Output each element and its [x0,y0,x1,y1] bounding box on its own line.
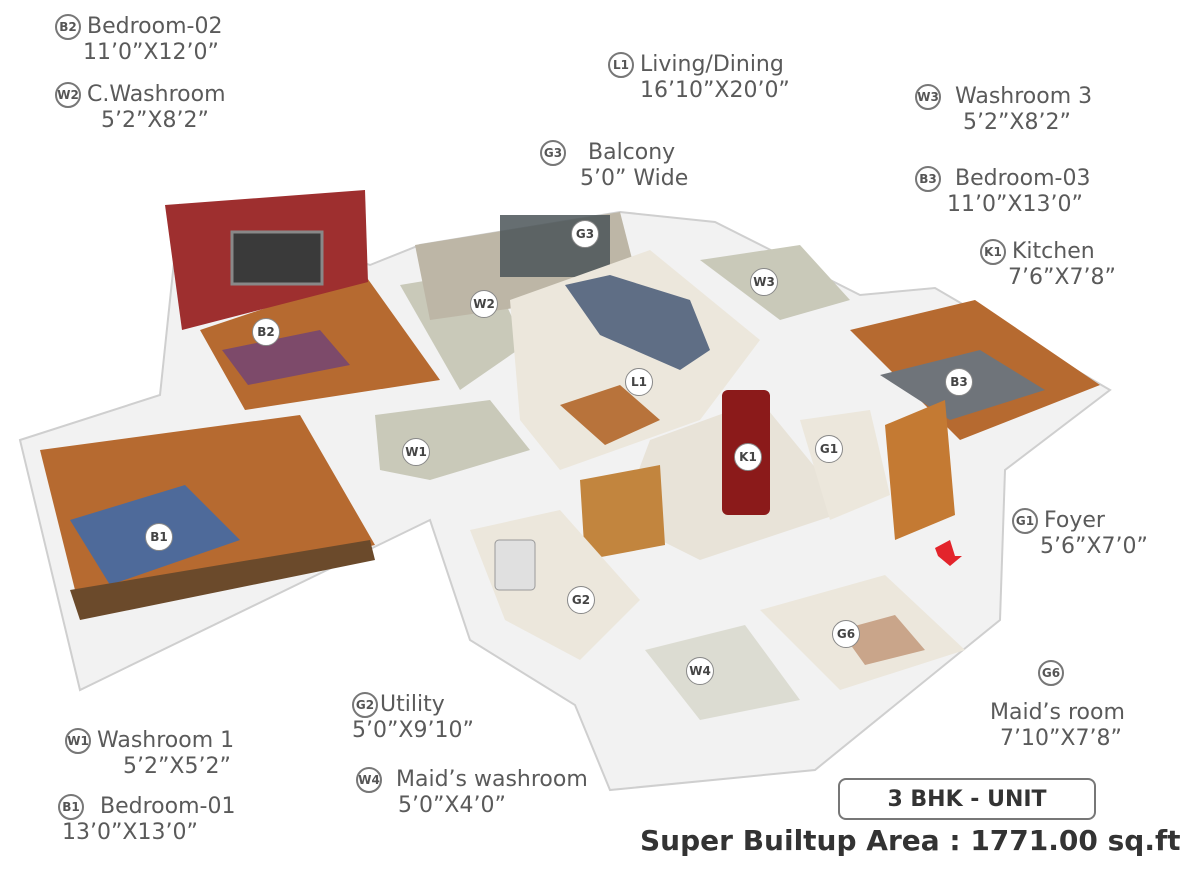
name-g2: Utility [380,692,445,717]
plan-badge-b2: B2 [252,318,280,346]
code-b1: B1 [58,794,84,820]
dims-b2: 11’0”X12’0” [83,40,219,65]
label-g3: G3 Balcony 5’0” Wide [540,140,688,192]
label-b1: B1 Bedroom-01 13’0”X13’0” [58,794,235,846]
name-g6: Maid’s room [990,700,1125,725]
code-b3: B3 [915,166,941,192]
plan-badge-g1: G1 [815,435,843,463]
room-b1-wardrobe [70,540,375,620]
room-k1-counter [580,465,665,560]
plan-badge-g2: G2 [567,586,595,614]
name-g3: Balcony [588,140,676,165]
room-b2-bed [222,330,350,385]
code-g2: G2 [352,692,378,718]
room-b3-door [885,400,955,540]
plan-badge-b3: B3 [945,368,973,396]
label-g6: G6 Maid’s room 7’10”X7’8” [990,660,1125,752]
name-b2: Bedroom-02 [87,14,223,39]
room-g2-washer [494,539,536,591]
plan-badge-b1: B1 [145,523,173,551]
dims-w2: 5’2”X8’2” [101,108,209,133]
code-l1: L1 [608,52,634,78]
plan-badge-w4: W4 [686,657,714,685]
code-w4: W4 [356,767,382,793]
code-w1: W1 [65,728,91,754]
label-b3: B3 Bedroom-03 11’0”X13’0” [915,166,1090,218]
super-builtup-area: Super Builtup Area : 1771.00 sq.ft [640,824,1181,857]
room-l1-dining-table [560,385,660,445]
name-w1: Washroom 1 [97,728,235,753]
plan-badge-g3: G3 [571,220,599,248]
dims-g2: 5’0”X9’10” [352,718,474,743]
dims-g1: 5’6”X7’0” [1040,534,1148,559]
plan-badge-l1: L1 [625,368,653,396]
plan-badge-w1: W1 [402,438,430,466]
name-b1: Bedroom-01 [100,794,236,819]
code-g3: G3 [540,140,566,166]
name-k1: Kitchen [1012,239,1095,264]
name-l1: Living/Dining [640,52,784,77]
code-g6: G6 [1038,660,1064,686]
dims-w3: 5’2”X8’2” [963,110,1071,135]
label-w3: W3 Washroom 3 5’2”X8’2” [915,84,1092,136]
room-g6-mat [840,615,925,665]
name-g1: Foyer [1044,508,1105,533]
plan-badge-w3: W3 [750,268,778,296]
code-g1: G1 [1012,508,1038,534]
code-b2: B2 [55,14,81,40]
name-w2: C.Washroom [87,82,226,107]
room-w4-floor [645,625,800,720]
name-b3: Bedroom-03 [955,166,1091,191]
dims-b1: 13’0”X13’0” [62,820,198,845]
dims-w4: 5’0”X4’0” [398,793,506,818]
code-k1: K1 [980,239,1006,265]
name-w3: Washroom 3 [955,84,1093,109]
unit-type-badge: 3 BHK - UNIT [838,778,1096,820]
code-w2: W2 [55,82,81,108]
plan-badge-g6: G6 [832,620,860,648]
code-w3: W3 [915,84,941,110]
dims-g3: 5’0” Wide [580,166,689,191]
entry-arrow-icon [935,540,962,566]
plan-badge-w2: W2 [470,290,498,318]
dims-w1: 5’2”X5’2” [123,754,231,779]
name-w4: Maid’s washroom [396,767,588,792]
dims-l1: 16’10”X20’0” [640,78,790,103]
dims-g6: 7’10”X7’8” [1000,726,1122,751]
dims-k1: 7’6”X7’8” [1008,265,1116,290]
plan-badge-k1: K1 [734,443,762,471]
room-b2-window [230,230,324,286]
dims-b3: 11’0”X13’0” [947,192,1083,217]
label-w4: W4 Maid’s washroom 5’0”X4’0” [356,767,588,819]
room-l1-sofa [565,275,710,370]
